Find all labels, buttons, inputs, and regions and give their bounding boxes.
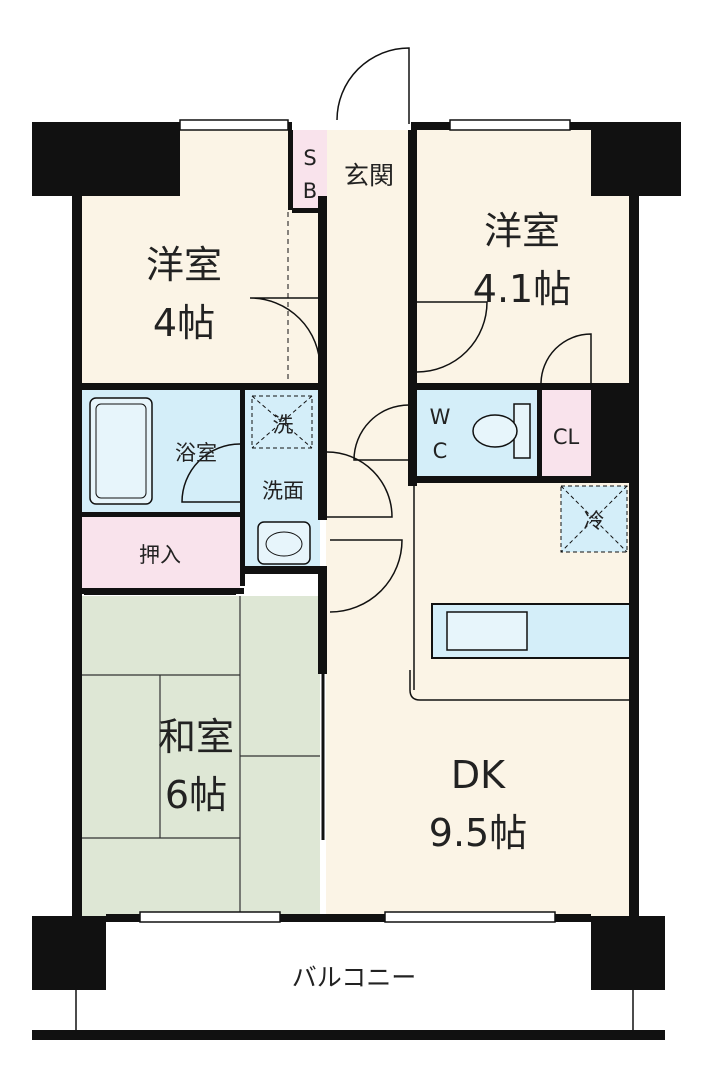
wall-wash-right bbox=[318, 390, 327, 520]
windows bbox=[139, 119, 571, 923]
sink bbox=[446, 611, 528, 651]
japanese-room-name: 和室 bbox=[158, 715, 234, 759]
walls bbox=[32, 122, 681, 1040]
window-top-right bbox=[449, 119, 571, 131]
dk-counter-edge bbox=[409, 670, 631, 701]
washer-label: 洗 bbox=[273, 413, 294, 437]
bath-door-swing bbox=[181, 443, 241, 503]
column-wc-right bbox=[591, 383, 639, 483]
labels: 洋室 4帖 洋室 4.1帖 和室 6帖 DK 9.5帖 玄関 S B 浴室 洗 … bbox=[139, 146, 605, 992]
wall-wash-bottom bbox=[244, 566, 327, 574]
bathtub bbox=[89, 397, 153, 505]
wash-basin bbox=[257, 521, 311, 565]
wall-wet-top bbox=[80, 383, 327, 390]
right-room-door-swing bbox=[416, 301, 488, 373]
bath-label: 浴室 bbox=[175, 441, 217, 465]
shoe-box-label-bottom: B bbox=[303, 179, 317, 203]
wall-bath-bottom bbox=[80, 512, 244, 517]
japanese-room-size: 6帖 bbox=[165, 773, 227, 817]
wc-label-top: W bbox=[430, 405, 451, 429]
front-door-swing bbox=[336, 47, 410, 124]
wall-hall-left bbox=[318, 196, 327, 386]
shoe-box-label-top: S bbox=[303, 146, 316, 170]
oshiire-floor bbox=[80, 516, 240, 592]
toilet-bowl bbox=[472, 414, 518, 448]
dk-name: DK bbox=[451, 753, 506, 797]
column-top-left bbox=[32, 122, 180, 196]
tatami-lines bbox=[80, 596, 320, 916]
closet-floor bbox=[541, 390, 591, 476]
wall-wc-bottom bbox=[416, 476, 591, 483]
entrance-floor bbox=[327, 130, 411, 210]
western-room-left-name: 洋室 bbox=[146, 243, 222, 287]
wall-right bbox=[629, 196, 639, 916]
western-room-left-size: 4帖 bbox=[153, 301, 215, 345]
cl-door-swing bbox=[540, 333, 592, 385]
western-room-right-size: 4.1帖 bbox=[473, 267, 571, 311]
left-room-door-swing bbox=[249, 297, 321, 369]
balcony-label: バルコニー bbox=[292, 963, 417, 992]
fridge-label: 冷 bbox=[584, 509, 605, 533]
washer-mark-2 bbox=[251, 395, 313, 449]
western-room-left-floor-upper bbox=[180, 130, 290, 200]
balcony-rail bbox=[32, 1030, 665, 1040]
doors bbox=[181, 47, 631, 701]
washer-mark-1 bbox=[251, 395, 313, 449]
oshiire-label: 押入 bbox=[139, 543, 181, 567]
window-bottom-right bbox=[384, 911, 556, 923]
fridge-mark-1 bbox=[560, 485, 628, 553]
wall-bottom bbox=[106, 914, 591, 922]
window-bottom-left bbox=[139, 911, 281, 923]
entrance-label: 玄関 bbox=[344, 161, 394, 190]
wall-wc-cl bbox=[537, 390, 542, 476]
wall-hall-right bbox=[408, 130, 417, 486]
column-bottom-left bbox=[32, 916, 106, 990]
wall-bath-split bbox=[240, 390, 245, 586]
bathtub-inner bbox=[95, 403, 147, 499]
wash-door-swing bbox=[326, 451, 393, 518]
wc-door-swing bbox=[353, 404, 410, 461]
wall-left bbox=[72, 196, 82, 916]
fridge-mark-2 bbox=[560, 485, 628, 553]
dk-size: 9.5帖 bbox=[429, 811, 527, 855]
western-room-right-name: 洋室 bbox=[484, 209, 560, 253]
window-top-left bbox=[179, 119, 289, 131]
wall-oshiire-bottom bbox=[80, 588, 244, 594]
wc-label-bottom: C bbox=[433, 439, 448, 463]
fixtures bbox=[89, 397, 531, 565]
wall-sb-left bbox=[288, 130, 293, 210]
dk-door-swing bbox=[329, 539, 403, 613]
column-top-right bbox=[591, 122, 681, 196]
wall-wc-top bbox=[416, 383, 591, 390]
column-bottom-right bbox=[591, 916, 665, 990]
closet-label: CL bbox=[553, 425, 580, 449]
wash-basin-bowl bbox=[265, 531, 303, 557]
western-room-left-floor bbox=[80, 196, 320, 386]
washroom-label: 洗面 bbox=[262, 479, 304, 503]
wall-sb-bottom bbox=[292, 208, 327, 213]
